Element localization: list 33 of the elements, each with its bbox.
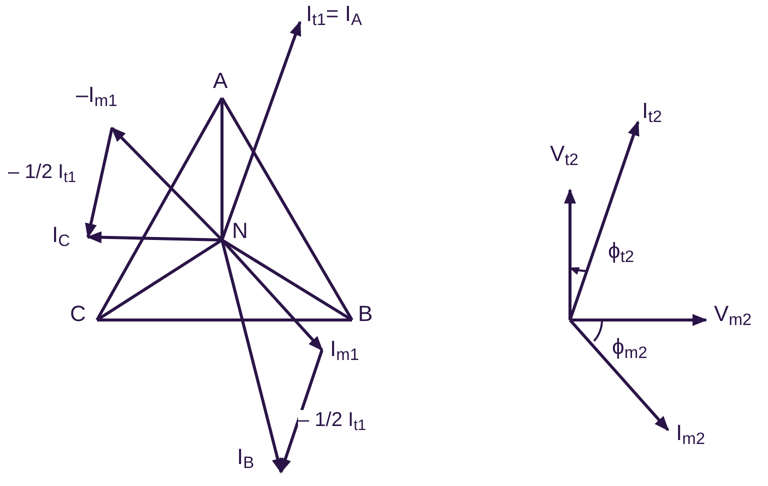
phasor-label: V$_{t2}$ [550, 143, 578, 165]
line [97, 318, 352, 322]
phasor-label: I$_{m1}$ [330, 338, 360, 360]
angle-label: ϕ$_{t2}$ [608, 240, 634, 262]
line [221, 238, 353, 322]
phasor-label: –I$_{m1}$ [76, 84, 118, 106]
vertex-label: B [358, 303, 373, 325]
phasor-label: V$_{m2}$ [714, 303, 752, 325]
phasor-label: I$_{m2}$ [676, 422, 706, 444]
arrow [220, 240, 284, 474]
phasor-label: I$_{t2}$ [642, 100, 662, 122]
arrow [570, 314, 708, 326]
arrow [110, 126, 224, 242]
line [220, 98, 224, 240]
phasor-label: I$_{C}$ [52, 224, 70, 246]
vertex-label: N [232, 220, 248, 242]
arrow [564, 188, 576, 320]
arrow [86, 231, 222, 244]
line [96, 97, 224, 321]
vertex-label: C [70, 303, 86, 325]
vertex-label: A [213, 70, 228, 92]
phasor-label: I$_{B}$ [237, 446, 254, 468]
line [96, 238, 223, 322]
line [220, 97, 354, 321]
arrow [280, 350, 324, 474]
arrow [568, 319, 670, 432]
edge-label: – 1/2 I$_{t1}$ [298, 410, 366, 430]
arrow [568, 120, 640, 320]
arrow [85, 128, 114, 238]
angle-label: ϕ$_{m2}$ [612, 336, 648, 358]
phasor-label: I$_{t1}$= I$_{A}$ [306, 3, 362, 25]
edge-label: – 1/2 I$_{t1}$ [8, 162, 76, 182]
arrow [220, 20, 302, 240]
